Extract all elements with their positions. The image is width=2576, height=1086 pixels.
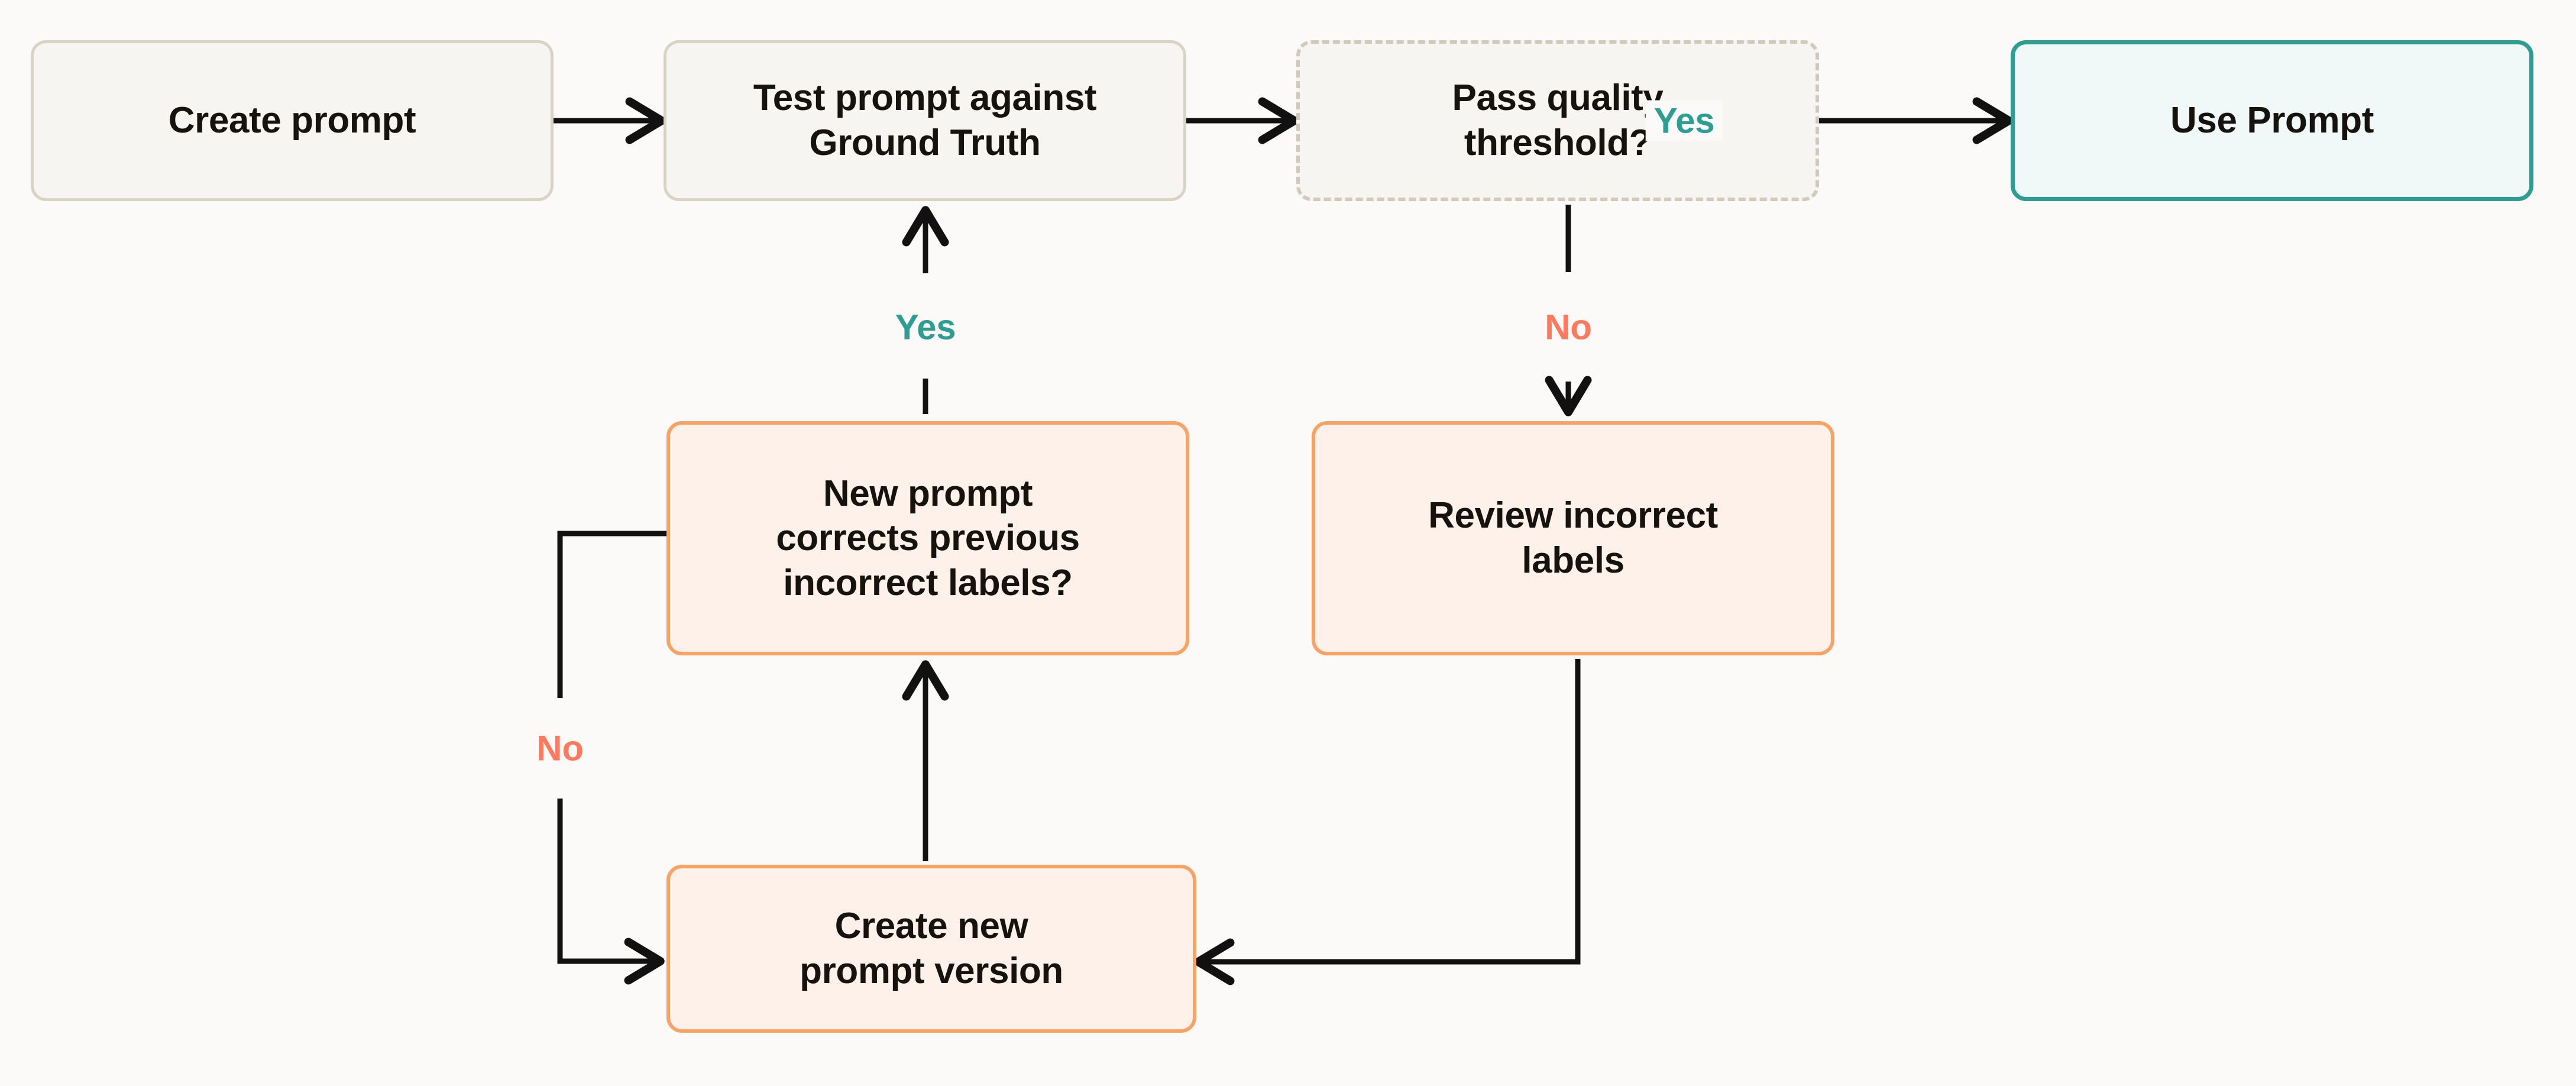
- node-pass-quality-threshold[interactable]: Pass quality threshold?: [1296, 40, 1819, 201]
- edge-review-to-createnew: [1194, 659, 1581, 985]
- edge-newprompt-to-createnew-a: [557, 531, 666, 698]
- edge-label-yes-use-prompt: Yes: [1645, 100, 1723, 141]
- node-use-prompt[interactable]: Use Prompt: [2011, 40, 2533, 201]
- node-create-new-prompt-version-label: Create new prompt version: [800, 906, 1063, 991]
- node-create-new-prompt-version[interactable]: Create new prompt version: [666, 865, 1196, 1033]
- edge-newprompt-to-createnew-b: [557, 799, 665, 985]
- node-new-prompt-corrects[interactable]: New prompt corrects previous incorrect l…: [666, 421, 1189, 655]
- node-use-prompt-label: Use Prompt: [2170, 100, 2374, 141]
- node-review-incorrect-labels-label: Review incorrect labels: [1428, 495, 1718, 581]
- node-pass-quality-threshold-label: Pass quality threshold?: [1452, 77, 1664, 163]
- node-test-prompt-label: Test prompt against Ground Truth: [753, 77, 1097, 163]
- node-review-incorrect-labels[interactable]: Review incorrect labels: [1312, 421, 1834, 655]
- edge-label-yes-test-prompt: Yes: [886, 306, 965, 348]
- node-create-prompt[interactable]: Create prompt: [31, 40, 554, 201]
- edge-label-no-create-new-version: No: [528, 728, 592, 769]
- edge-label-no-review-labels: No: [1536, 306, 1600, 348]
- node-test-prompt[interactable]: Test prompt against Ground Truth: [664, 40, 1186, 201]
- node-new-prompt-corrects-label: New prompt corrects previous incorrect l…: [776, 473, 1080, 603]
- node-create-prompt-label: Create prompt: [168, 100, 416, 141]
